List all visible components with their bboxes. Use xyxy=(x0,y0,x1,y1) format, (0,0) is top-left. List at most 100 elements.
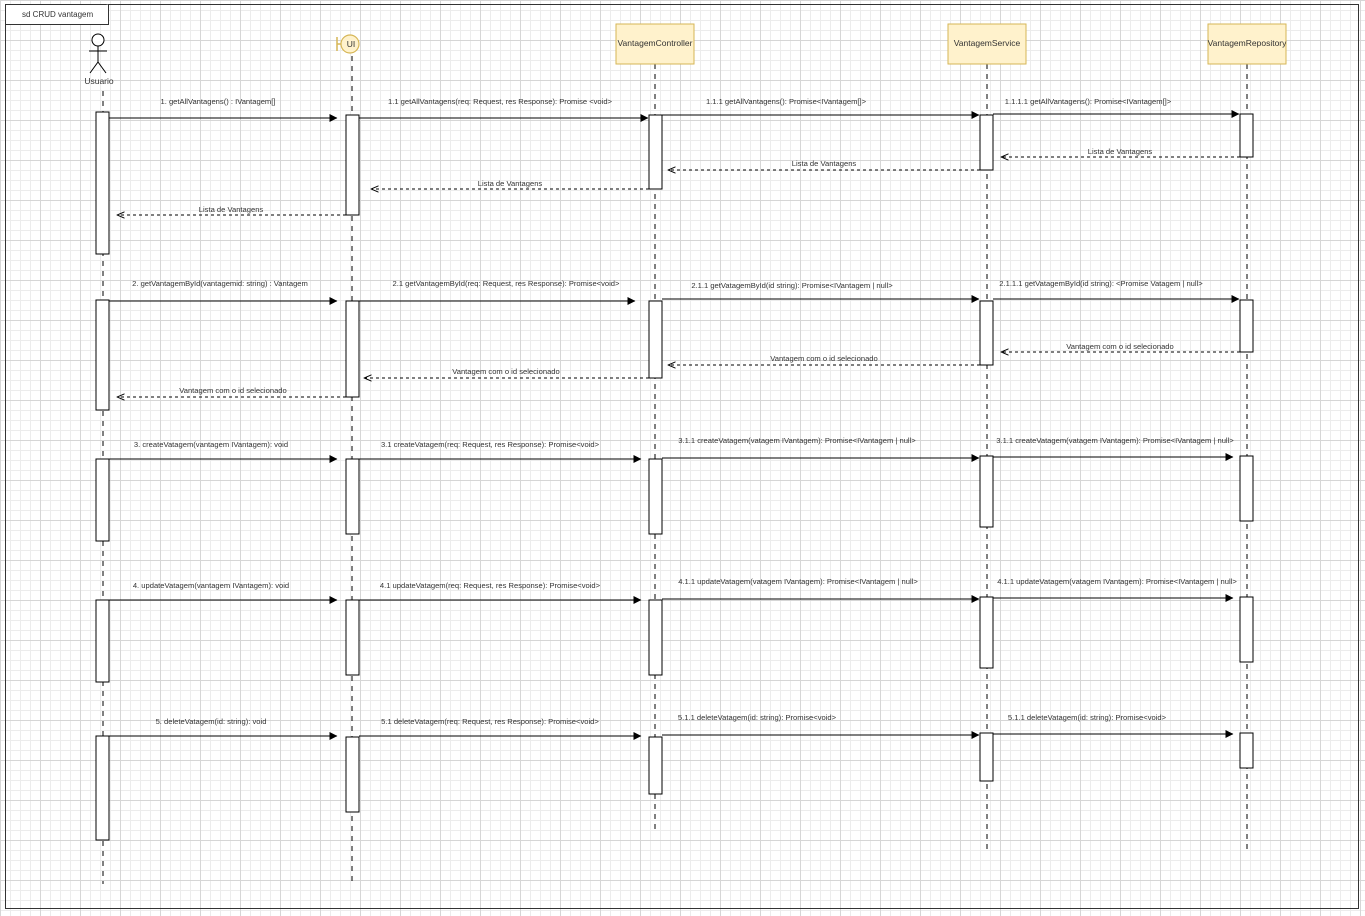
activation-bar xyxy=(1239,455,1254,522)
activation-bar xyxy=(345,736,360,813)
call-message: 2.1.1 getVatagemById(id string): Promise… xyxy=(662,281,980,303)
message-label: 4.1.1 updateVatagem(vatagem IVantagem): … xyxy=(678,577,918,586)
call-message: 3.1 createVatagem(req: Request, res Resp… xyxy=(359,440,642,463)
participant-label: UI xyxy=(347,39,356,49)
call-message: 3.1.1 createVatagem(vatagem IVantagem): … xyxy=(662,436,980,462)
call-message: 3. createVatagem(vantagem IVantagem): vo… xyxy=(109,440,338,463)
participant-controller: VantagemController xyxy=(615,23,695,65)
activation-bar xyxy=(979,455,994,528)
message-label: 3. createVatagem(vantagem IVantagem): vo… xyxy=(134,440,288,449)
message-label: Vantagem com o id selecionado xyxy=(179,386,287,395)
call-message: 1.1 getAllVantagens(req: Request, res Re… xyxy=(359,97,649,122)
activation-bar xyxy=(1239,732,1254,769)
message-label: 3.1.1 createVatagem(vatagem IVantagem): … xyxy=(678,436,916,445)
message-label: 3.1.1 createVatagem(vatagem IVantagem): … xyxy=(996,436,1234,445)
message-label: 4. updateVatagem(vantagem IVantagem): vo… xyxy=(133,581,289,590)
activation-bar xyxy=(345,458,360,535)
message-label: 2.1 getVantagemById(req: Request, res Re… xyxy=(393,279,621,288)
activation-bar xyxy=(1239,113,1254,158)
return-message: Lista de Vantagens xyxy=(117,205,346,215)
participant-label: VantagemRepository xyxy=(1208,38,1287,48)
call-message: 5.1.1 deleteVatagem(id: string): Promise… xyxy=(993,713,1234,738)
call-message: 2. getVantagemById(vantagemid: string) :… xyxy=(109,279,338,305)
participant-box xyxy=(1207,23,1287,65)
message-label: 5. deleteVatagem(id: string): void xyxy=(156,717,267,726)
call-message: 4.1.1 updateVatagem(vatagem IVantagem): … xyxy=(993,577,1237,602)
activation-bar xyxy=(95,458,110,542)
call-message: 5.1.1 deleteVatagem(id: string): Promise… xyxy=(662,713,980,739)
participant-label: VantagemController xyxy=(618,38,693,48)
activation-bar xyxy=(979,114,994,171)
message-label: Vantagem com o id selecionado xyxy=(452,367,560,376)
participant-box xyxy=(947,23,1027,65)
activation-bar xyxy=(345,300,360,398)
activation-bar xyxy=(95,599,110,683)
message-label: 5.1.1 deleteVatagem(id: string): Promise… xyxy=(678,713,837,722)
activation-bar xyxy=(1239,596,1254,663)
message-label: Lista de Vantagens xyxy=(199,205,264,214)
call-message: 2.1 getVantagemById(req: Request, res Re… xyxy=(359,279,636,305)
activation-bar xyxy=(979,300,994,366)
frame-border xyxy=(5,4,1359,909)
boundary-icon xyxy=(336,34,360,54)
activation-bar xyxy=(345,114,360,216)
frame-label: sd CRUD vantagem xyxy=(22,10,93,19)
call-message: 2.1.1.1 getVatagemById(id string): <Prom… xyxy=(993,279,1240,303)
activation-bar xyxy=(648,736,663,795)
return-message: Lista de Vantagens xyxy=(668,159,980,170)
return-message: Lista de Vantagens xyxy=(371,179,649,189)
activation-bar xyxy=(979,596,994,669)
return-message: Vantagem com o id selecionado xyxy=(668,354,980,365)
participant-label: Usuario xyxy=(84,76,114,86)
actor-icon xyxy=(89,33,107,74)
participant-label: VantagemService xyxy=(954,38,1021,48)
call-message: 1. getAllVantagens() : IVantagem[] xyxy=(109,97,338,122)
message-label: 3.1 createVatagem(req: Request, res Resp… xyxy=(381,440,600,449)
activation-bar xyxy=(95,735,110,841)
participant-box xyxy=(615,23,695,65)
message-label: Lista de Vantagens xyxy=(478,179,543,188)
message-label: 1. getAllVantagens() : IVantagem[] xyxy=(161,97,276,106)
message-label: 4.1 updateVatagem(req: Request, res Resp… xyxy=(380,581,601,590)
return-message: Lista de Vantagens xyxy=(1001,147,1240,157)
activation-bar xyxy=(648,114,663,190)
activation-bar xyxy=(95,299,110,411)
message-label: 5.1 deleteVatagem(req: Request, res Resp… xyxy=(381,717,599,726)
activation-bar xyxy=(1239,299,1254,353)
call-message: 1.1.1 getAllVantagens(): Promise<IVantag… xyxy=(662,97,980,119)
messages: 1. getAllVantagens() : IVantagem[] 1.1 ge… xyxy=(109,97,1240,740)
participant-repository: VantagemRepository xyxy=(1207,23,1287,65)
activation-bar xyxy=(95,111,110,255)
message-label: 2. getVantagemById(vantagemid: string) :… xyxy=(132,279,308,288)
participant-service: VantagemService xyxy=(947,23,1027,65)
call-message: 5. deleteVatagem(id: string): void xyxy=(109,717,338,740)
message-label: Lista de Vantagens xyxy=(1088,147,1153,156)
call-message: 5.1 deleteVatagem(req: Request, res Resp… xyxy=(359,717,642,740)
call-message: 4.1.1 updateVatagem(vatagem IVantagem): … xyxy=(662,577,980,603)
lifelines xyxy=(102,56,1248,884)
call-message: 4. updateVatagem(vantagem IVantagem): vo… xyxy=(109,581,338,604)
message-label: 2.1.1.1 getVatagemById(id string): <Prom… xyxy=(999,279,1203,288)
call-message: 3.1.1 createVatagem(vatagem IVantagem): … xyxy=(993,436,1234,461)
call-message: 4.1 updateVatagem(req: Request, res Resp… xyxy=(359,581,642,604)
activation-bar xyxy=(648,458,663,535)
message-label: 1.1 getAllVantagens(req: Request, res Re… xyxy=(388,97,613,106)
message-label: 1.1.1 getAllVantagens(): Promise<IVantag… xyxy=(706,97,867,106)
frame: sd CRUD vantagem xyxy=(5,4,1359,909)
message-label: 4.1.1 updateVatagem(vatagem IVantagem): … xyxy=(997,577,1237,586)
message-label: 2.1.1 getVatagemById(id string): Promise… xyxy=(691,281,893,290)
participant-usuario: Usuario xyxy=(84,33,114,86)
message-label: Lista de Vantagens xyxy=(792,159,857,168)
return-message: Vantagem com o id selecionado xyxy=(364,367,649,378)
call-message: 1.1.1.1 getAllVantagens(): Promise<IVant… xyxy=(993,97,1240,118)
activations xyxy=(95,111,1254,841)
message-label: 5.1.1 deleteVatagem(id: string): Promise… xyxy=(1008,713,1167,722)
activation-bar xyxy=(979,732,994,782)
message-label: 1.1.1.1 getAllVantagens(): Promise<IVant… xyxy=(1005,97,1172,106)
activation-bar xyxy=(648,599,663,676)
return-message: Vantagem com o id selecionado xyxy=(1001,342,1240,352)
activation-bar xyxy=(648,300,663,379)
return-message: Vantagem com o id selecionado xyxy=(117,386,346,397)
activation-bar xyxy=(345,599,360,676)
